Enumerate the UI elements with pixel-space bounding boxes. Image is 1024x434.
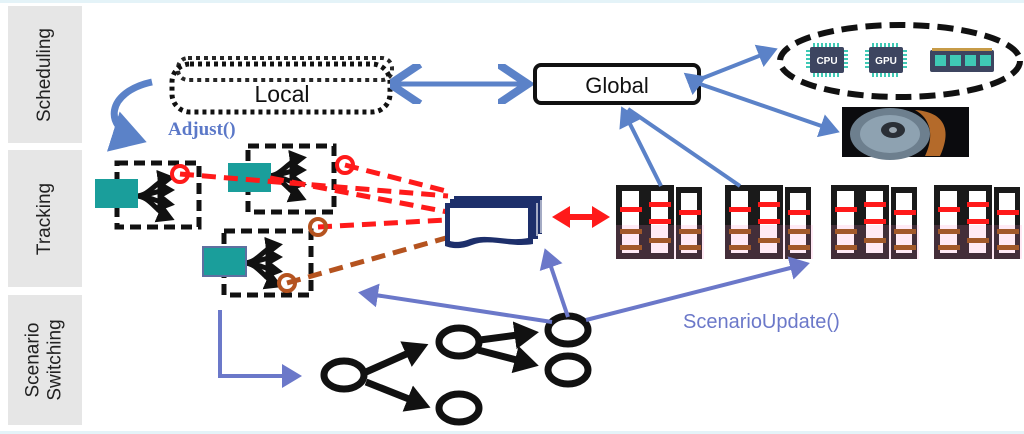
track-fork-1 — [136, 178, 170, 218]
track-box-3 — [221, 228, 314, 298]
scenario-tree-edges — [364, 321, 539, 412]
adjust-label: Adjust() — [168, 119, 236, 140]
track-link-5 — [286, 235, 447, 286]
scenario-node-c[interactable] — [544, 312, 592, 348]
track-point-3 — [308, 217, 328, 237]
scenario-update-arrow-racks — [585, 256, 810, 322]
track-link-3 — [344, 162, 447, 194]
server-rack-3 — [831, 185, 919, 259]
track-point-2 — [335, 155, 355, 175]
frame-bottom-border — [0, 431, 1024, 434]
track-object-3[interactable] — [202, 246, 247, 277]
cpu-chip-icon: CPU — [806, 43, 848, 77]
tracking-scenario-arrow — [218, 310, 302, 388]
global-disk-arrow — [699, 82, 840, 138]
svg-text:GPU: GPU — [875, 56, 897, 67]
track-point-1 — [170, 164, 190, 184]
memory-module-icon — [930, 48, 994, 72]
rack-global-arrow-1 — [619, 106, 663, 187]
server-rack-2 — [725, 185, 813, 259]
scenario-update-label: ScenarioUpdate() — [683, 311, 840, 333]
frame-top-border — [0, 0, 1024, 3]
track-link-2 — [269, 175, 449, 215]
lane-label-scenario-switching: Scenario Switching — [8, 295, 82, 425]
lane-label-tracking: Tracking — [8, 150, 82, 287]
track-link-4 — [317, 217, 447, 230]
scenario-node-b[interactable] — [435, 390, 483, 426]
track-object-1[interactable] — [95, 179, 138, 208]
rack-global-arrow-2 — [626, 107, 742, 188]
server-rack-4 — [934, 185, 1022, 259]
global-label: Global — [585, 73, 649, 98]
track-fork-3 — [244, 245, 278, 285]
scenario-update-arrow-tracking — [358, 283, 553, 324]
adjust-curve-arrow — [106, 78, 153, 152]
gpu-chip-icon: GPU — [865, 43, 907, 77]
scenario-update-arrow-storage — [539, 248, 570, 318]
track-point-4 — [277, 273, 297, 293]
document-stack-icon[interactable] — [445, 196, 542, 249]
scenario-node-root[interactable] — [320, 357, 368, 393]
lane-label-scheduling: Scheduling — [8, 6, 82, 143]
svg-text:CPU: CPU — [816, 56, 837, 67]
local-node[interactable]: Local — [169, 56, 394, 115]
local-label: Local — [255, 81, 310, 107]
track-box-2 — [245, 143, 337, 215]
hardware-group: CPU GPU — [777, 22, 1023, 100]
scenario-node-d[interactable] — [544, 352, 592, 388]
global-hardware-arrow — [683, 44, 778, 96]
server-rack-1 — [616, 185, 704, 259]
hard-disk-icon — [842, 107, 969, 160]
global-node[interactable]: Global — [533, 63, 701, 105]
storage-rack-double-arrow — [552, 206, 610, 228]
scenario-node-a[interactable] — [435, 324, 483, 360]
